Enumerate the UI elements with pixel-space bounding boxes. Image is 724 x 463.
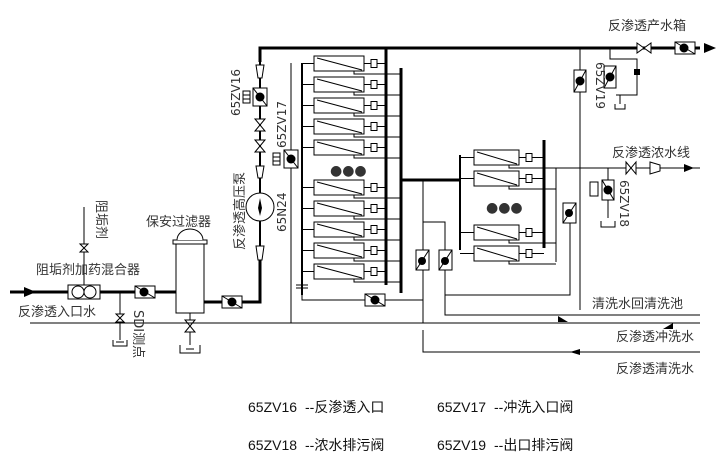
antiscalant-feed — [78, 207, 90, 285]
label-security-filter: 保安过滤器 — [146, 215, 211, 230]
flow-arrow-icon — [684, 164, 694, 172]
flush-valve[interactable] — [438, 249, 453, 271]
membrane-module[interactable] — [460, 149, 556, 169]
actuator-icon — [272, 152, 281, 166]
ellipsis-stage1: ●●● — [330, 163, 367, 179]
security-filter[interactable] — [172, 228, 208, 354]
antiscalant-mixer[interactable] — [67, 284, 101, 300]
sample-valve-icon — [370, 143, 378, 152]
label-valve-16: 65ZV16 — [229, 69, 243, 116]
inlet-line — [10, 287, 176, 297]
flow-arrow-icon — [663, 323, 673, 329]
sample-valve-icon — [370, 183, 378, 192]
stage1-membrane-array — [302, 55, 401, 283]
legend: 65ZV16 --反渗透入口 65ZV17 --冲洗入口阀 65ZV18 --浓… — [248, 399, 573, 453]
reducer-icon — [255, 165, 265, 179]
legend-desc: --出口排污阀 — [494, 437, 573, 453]
flow-arrow-icon — [558, 316, 568, 322]
membrane-module[interactable] — [302, 179, 401, 199]
valve-icon — [114, 313, 126, 323]
membrane-module[interactable] — [302, 118, 401, 138]
legend-code: 65ZV19 — [437, 437, 486, 453]
reducer-icon — [255, 245, 265, 261]
membrane-module[interactable] — [460, 170, 556, 190]
label-product-tank: 反渗透产水箱 — [608, 18, 686, 34]
sample-valve-icon — [525, 228, 533, 237]
sample-valve-icon — [370, 122, 378, 131]
flush-valve[interactable] — [415, 249, 430, 271]
stage2-membrane-array — [460, 149, 556, 265]
drain-icon — [614, 104, 626, 110]
valve[interactable] — [562, 202, 577, 224]
label-ro-inlet: 反渗透入口水 — [18, 305, 96, 320]
legend-code: 65ZV17 — [437, 399, 486, 415]
valve-icon — [78, 243, 90, 253]
sample-valve-icon — [370, 59, 378, 68]
membrane-module[interactable] — [302, 139, 401, 159]
label-valve-17: 65ZV17 — [275, 101, 289, 148]
drain-valve-icon — [183, 319, 197, 333]
flow-arrow-icon — [24, 287, 36, 297]
permeate-header — [384, 46, 700, 68]
legend-code: 65ZV18 — [248, 437, 297, 453]
actuator-icon — [242, 90, 251, 104]
actuator-icon — [589, 181, 599, 197]
legend-desc: --反渗透入口 — [305, 399, 384, 415]
label-sdi-point: SDI测点 — [130, 310, 145, 358]
label-valve-18: 65ZV18 — [617, 180, 631, 227]
sample-valve-icon — [370, 225, 378, 234]
drain-icon — [600, 221, 616, 228]
check-valve[interactable] — [674, 41, 696, 55]
membrane-module[interactable] — [302, 76, 401, 96]
label-cleaning-return: 清洗水回清洗池 — [592, 297, 683, 312]
membrane-module[interactable] — [302, 55, 401, 75]
valve-icon — [636, 42, 652, 54]
sample-valve-icon — [525, 153, 533, 162]
valve-icon — [253, 118, 267, 132]
sample-valve-icon — [370, 246, 378, 255]
reducer-icon — [649, 161, 661, 175]
check-valve[interactable] — [221, 295, 243, 309]
label-cleaning-water: 反渗透清洗水 — [616, 362, 694, 377]
sdi-sample-point[interactable] — [112, 292, 128, 347]
sample-valve-icon — [370, 101, 378, 110]
membrane-module[interactable] — [460, 245, 556, 265]
sample-valve-icon — [370, 80, 378, 89]
valve-65zv19[interactable] — [603, 48, 640, 110]
sample-valve-icon — [525, 249, 533, 258]
valve[interactable] — [573, 48, 587, 93]
cleaning-water-line — [422, 330, 700, 353]
label-antiscalant: 阻垢剂 — [93, 200, 108, 239]
membrane-module[interactable] — [302, 200, 401, 220]
sample-valve-icon — [525, 174, 533, 183]
legend-desc: --冲洗入口阀 — [494, 399, 573, 415]
label-pump-tag: 65N24 — [275, 192, 289, 232]
hp-pump-line — [242, 46, 400, 261]
legend-desc: --浓水排污阀 — [305, 437, 384, 453]
label-concentrate-line: 反渗透浓水线 — [612, 146, 690, 161]
valve-icon — [253, 139, 267, 153]
drain-icon — [112, 340, 128, 347]
flow-arrow-icon — [570, 349, 580, 355]
pump-icon — [258, 198, 262, 216]
valve-65zv18[interactable] — [589, 168, 616, 228]
legend-code: 65ZV16 — [248, 399, 297, 415]
membrane-module[interactable] — [460, 224, 556, 244]
label-flush-water: 反渗透冲洗水 — [616, 330, 694, 345]
ellipsis-stage2: ●●● — [486, 200, 523, 216]
label-valve-19: 65ZV19 — [593, 62, 607, 109]
reducer-icon — [255, 64, 265, 79]
check-valve[interactable] — [134, 285, 156, 299]
check-valve[interactable] — [364, 293, 386, 307]
membrane-module[interactable] — [302, 242, 401, 262]
drain-icon — [179, 345, 201, 354]
sample-valve-icon — [370, 204, 378, 213]
label-hp-pump: 反渗透高压泵 — [232, 172, 248, 250]
valve-icon — [625, 160, 637, 176]
label-mixer: 阻垢剂加药混合器 — [36, 263, 140, 278]
flow-arrow-icon — [704, 43, 716, 53]
sample-valve-icon — [370, 267, 378, 276]
